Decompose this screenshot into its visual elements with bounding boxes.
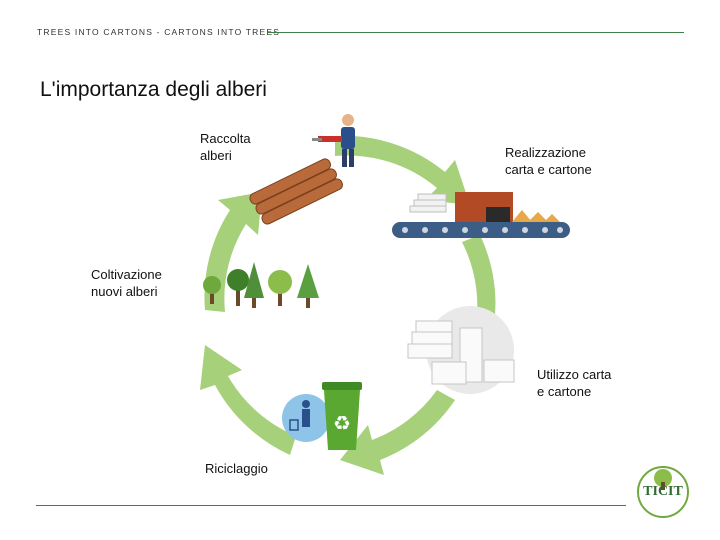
- stage-label-coltivazione: Coltivazione nuovi alberi: [91, 266, 201, 300]
- paper-cartons-illustration: [408, 306, 514, 394]
- stage-label-line: Riciclaggio: [205, 460, 305, 477]
- stage-label-realizzazione: Realizzazione carta e cartone: [505, 144, 625, 178]
- stage-label-line: Raccolta: [200, 130, 290, 147]
- svg-text:♻: ♻: [333, 411, 351, 435]
- footer-rule: [36, 505, 626, 506]
- stage-label-line: Coltivazione: [91, 266, 201, 283]
- stage-label-riciclaggio: Riciclaggio: [205, 460, 305, 477]
- logs-illustration: [248, 157, 344, 225]
- factory-illustration: [392, 192, 570, 238]
- stage-label-line: Realizzazione: [505, 144, 625, 161]
- stage-label-line: nuovi alberi: [91, 283, 201, 300]
- logo-text: TICIT: [636, 484, 690, 500]
- lumberjack-illustration: [312, 114, 355, 167]
- ticit-logo: TICIT: [636, 462, 690, 522]
- stage-label-utilizzo: Utilizzo carta e cartone: [537, 366, 647, 400]
- stage-label-line: e cartone: [537, 383, 647, 400]
- stage-label-line: alberi: [200, 147, 290, 164]
- stage-label-line: carta e cartone: [505, 161, 625, 178]
- stage-label-raccolta: Raccolta alberi: [200, 130, 290, 164]
- stage-label-line: Utilizzo carta: [537, 366, 647, 383]
